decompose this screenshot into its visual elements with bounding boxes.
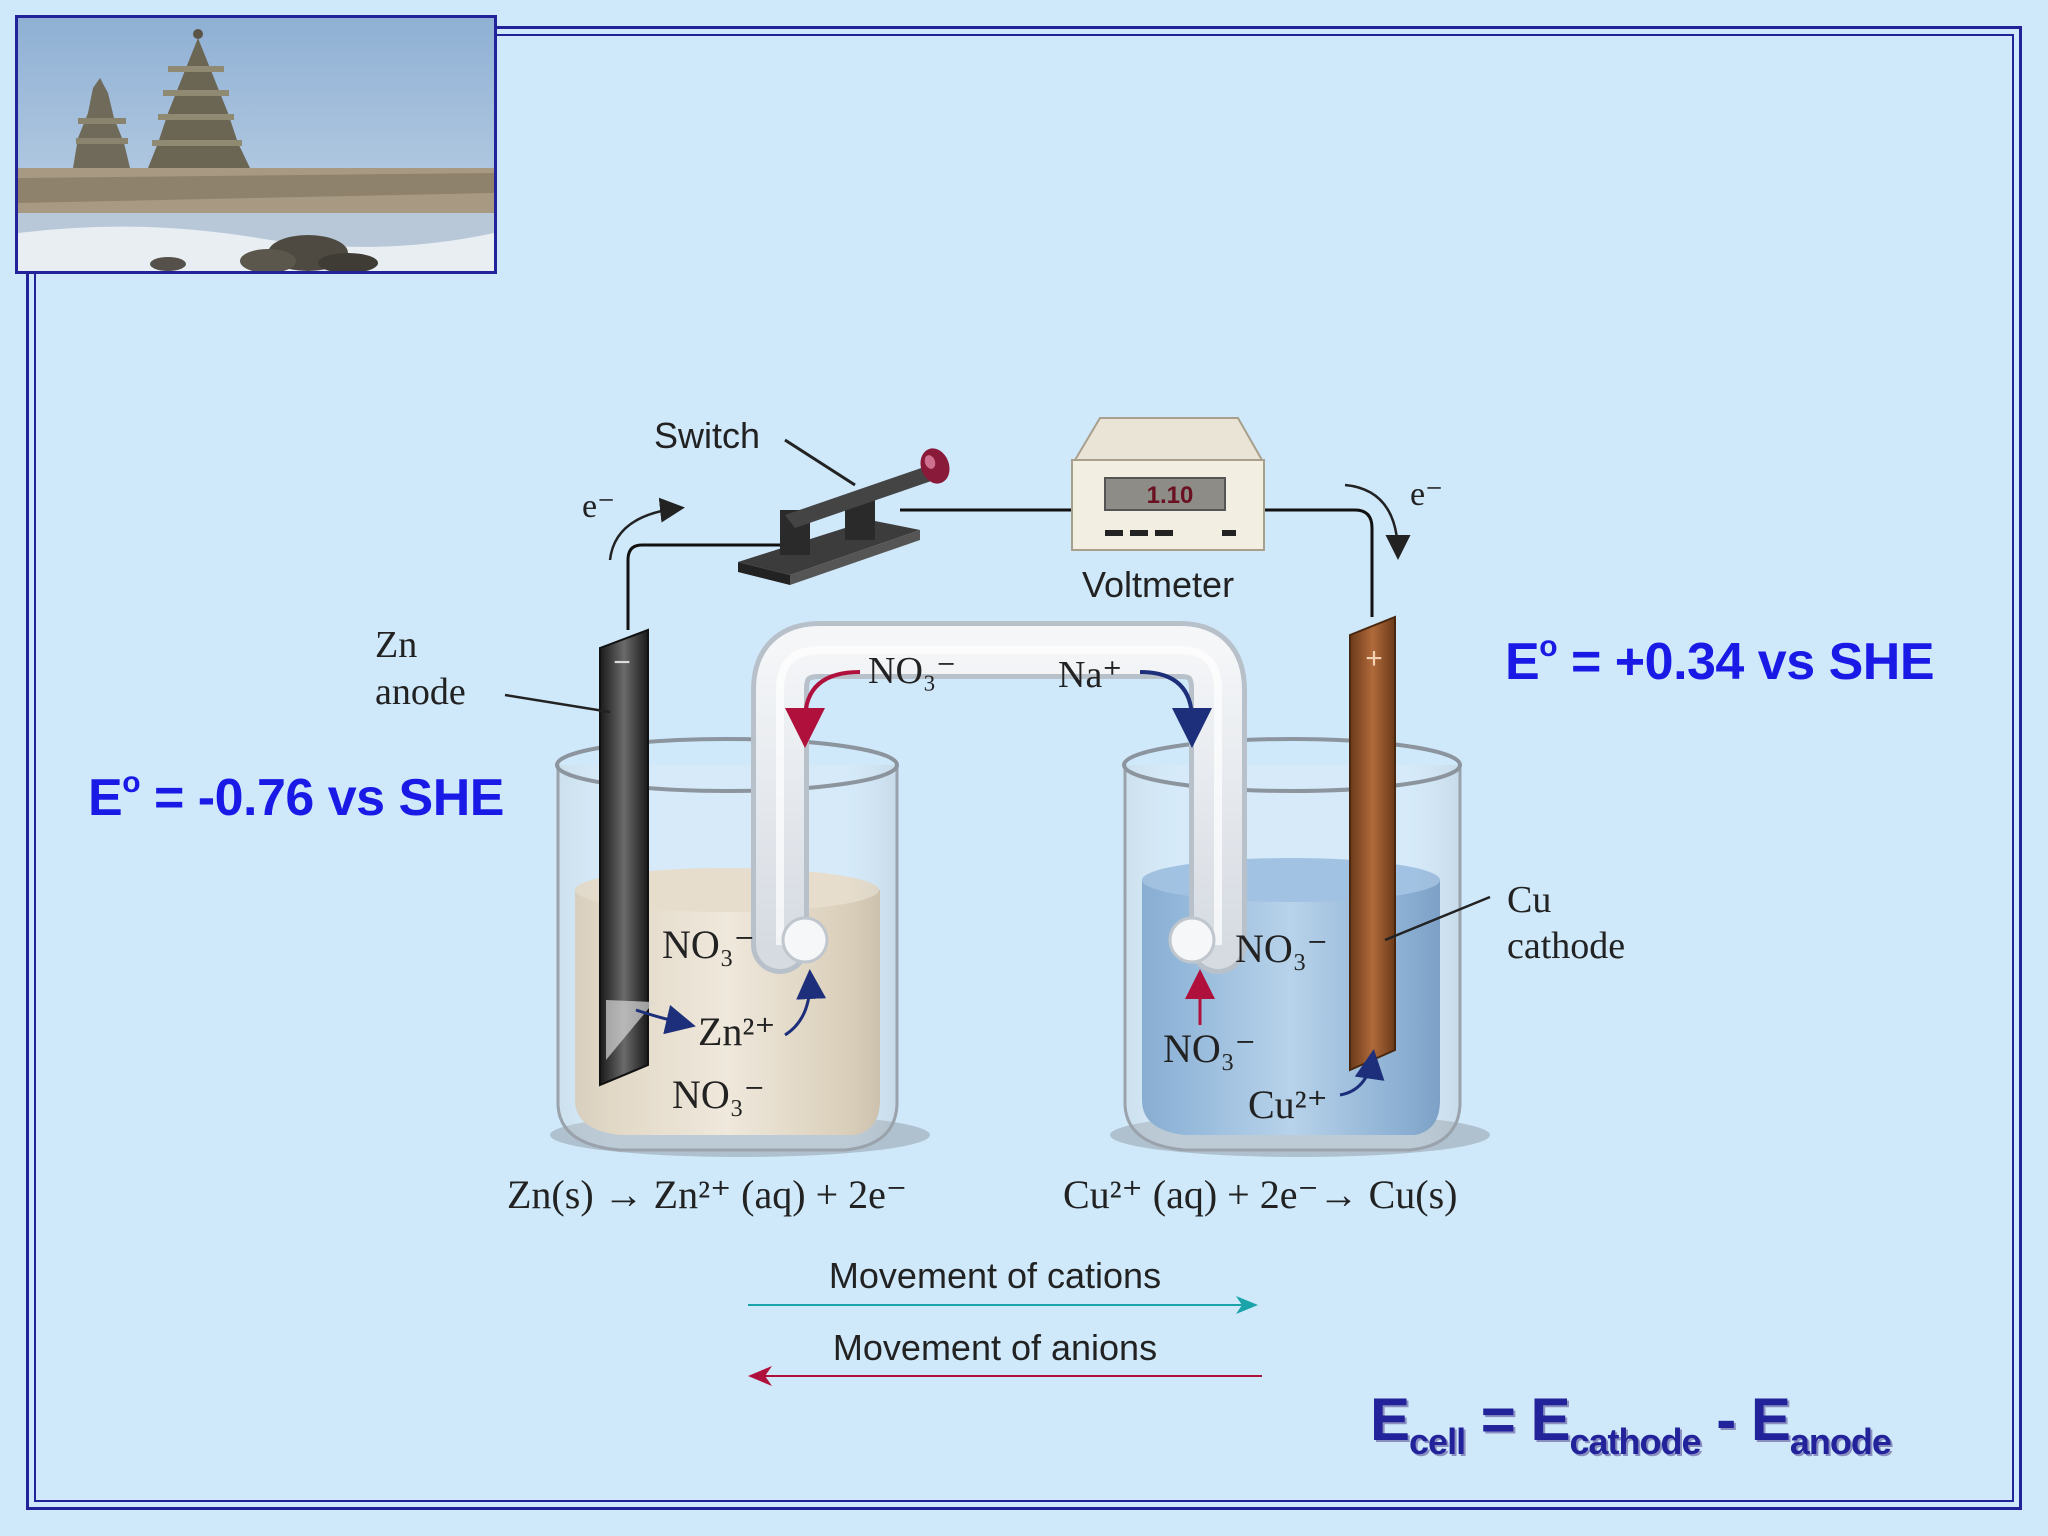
- slide-frame-outer: [26, 26, 2022, 1510]
- slide-frame-inner: [34, 34, 2014, 1502]
- cation-movement-arrowhead: [1236, 1296, 1258, 1314]
- ecell-e-anode: E: [1750, 1386, 1791, 1453]
- voltmeter: [1071, 417, 1265, 551]
- zn-electrode: [599, 628, 654, 1087]
- cu-electrode: [1349, 615, 1396, 1072]
- bridge-anion-arrow: [785, 670, 861, 748]
- movement-of-anions-label: Movement of anions: [833, 1327, 1157, 1368]
- cu-cathode-label-line2: cathode: [1507, 925, 1625, 967]
- anion-movement-arrowhead: [748, 1366, 772, 1386]
- right-ion-label-1: NO₃⁻: [1235, 926, 1328, 971]
- ecell-sub-cell: cell: [1409, 1421, 1466, 1462]
- switch-pointer: [784, 438, 856, 487]
- right-ion-label-2: NO₃⁻: [1163, 1026, 1256, 1071]
- switch: [738, 448, 950, 585]
- anode-potential-superscript: o: [122, 766, 141, 799]
- cathode-potential: Eo = +0.34 vs SHE: [1505, 630, 1935, 692]
- temple-photo-drawing: [18, 18, 494, 271]
- cathode-half-reaction: Cu²⁺ (aq) + 2e⁻→ Cu(s): [1063, 1172, 1458, 1217]
- zn-ion-to-bridge-arrow: [784, 969, 827, 1037]
- cathode-plus-sign: +: [1365, 642, 1383, 675]
- anode-potential: Eo = -0.76 vs SHE: [88, 766, 505, 828]
- anode-potential-value: = -0.76 vs SHE: [140, 769, 505, 827]
- wire-anode: [626, 543, 800, 630]
- zn-ion-release-arrow: [635, 1004, 696, 1035]
- movement-of-cations-label: Movement of cations: [829, 1255, 1161, 1296]
- ecell-e: E: [1370, 1386, 1410, 1453]
- cu-cathode-pointer: [1384, 895, 1491, 942]
- ecell-sub-cathode: cathode: [1569, 1421, 1702, 1462]
- switch-label: Switch: [654, 415, 760, 456]
- voltmeter-reading: 1.10: [1147, 482, 1194, 509]
- temple-photo: [15, 15, 497, 274]
- cu-cathode-label-line1: Cu: [1507, 879, 1551, 921]
- electron-label-left: e⁻: [582, 488, 615, 525]
- zn-anode-pointer: [504, 693, 611, 714]
- anode-half-reaction: Zn(s) → Zn²⁺ (aq) + 2e⁻: [507, 1172, 907, 1217]
- ecell-e-cathode: E: [1530, 1386, 1570, 1453]
- cathode-potential-value: = +0.34 vs SHE: [1557, 633, 1935, 691]
- ecell-minus: -: [1700, 1386, 1751, 1453]
- ecell-sub-anode: anode: [1789, 1421, 1892, 1462]
- bridge-cation-arrow: [1139, 670, 1212, 748]
- ecell-equals: =: [1465, 1386, 1531, 1453]
- electron-flow-arrow-right: [1344, 483, 1411, 560]
- cathode-potential-superscript: o: [1539, 630, 1558, 663]
- wire-cathode: [1262, 508, 1374, 617]
- cu-ion-to-cathode-arrow: [1339, 1049, 1385, 1097]
- left-ion-label-1: NO₃⁻: [662, 922, 755, 967]
- bridge-anion-label: NO₃⁻: [868, 650, 956, 692]
- salt-bridge: [751, 621, 1247, 974]
- electron-label-right: e⁻: [1410, 476, 1443, 513]
- zn-anode-label-line2: anode: [375, 671, 466, 713]
- voltmeter-label: Voltmeter: [1082, 564, 1234, 605]
- left-ion-label-3: NO₃⁻: [672, 1072, 765, 1117]
- bridge-cation-label: Na⁺: [1058, 654, 1122, 696]
- anode-minus-sign: −: [613, 646, 631, 679]
- ecell-formula: Ecell = Ecathode - Eanode: [1370, 1385, 1892, 1462]
- electron-flow-arrow-left: [608, 497, 685, 561]
- cathode-potential-symbol: E: [1505, 633, 1540, 691]
- right-ion-label-3: Cu²⁺: [1248, 1082, 1328, 1127]
- anode-potential-symbol: E: [88, 769, 123, 827]
- left-ion-label-2: Zn²⁺: [698, 1009, 776, 1054]
- zn-anode-label-line1: Zn: [375, 624, 417, 666]
